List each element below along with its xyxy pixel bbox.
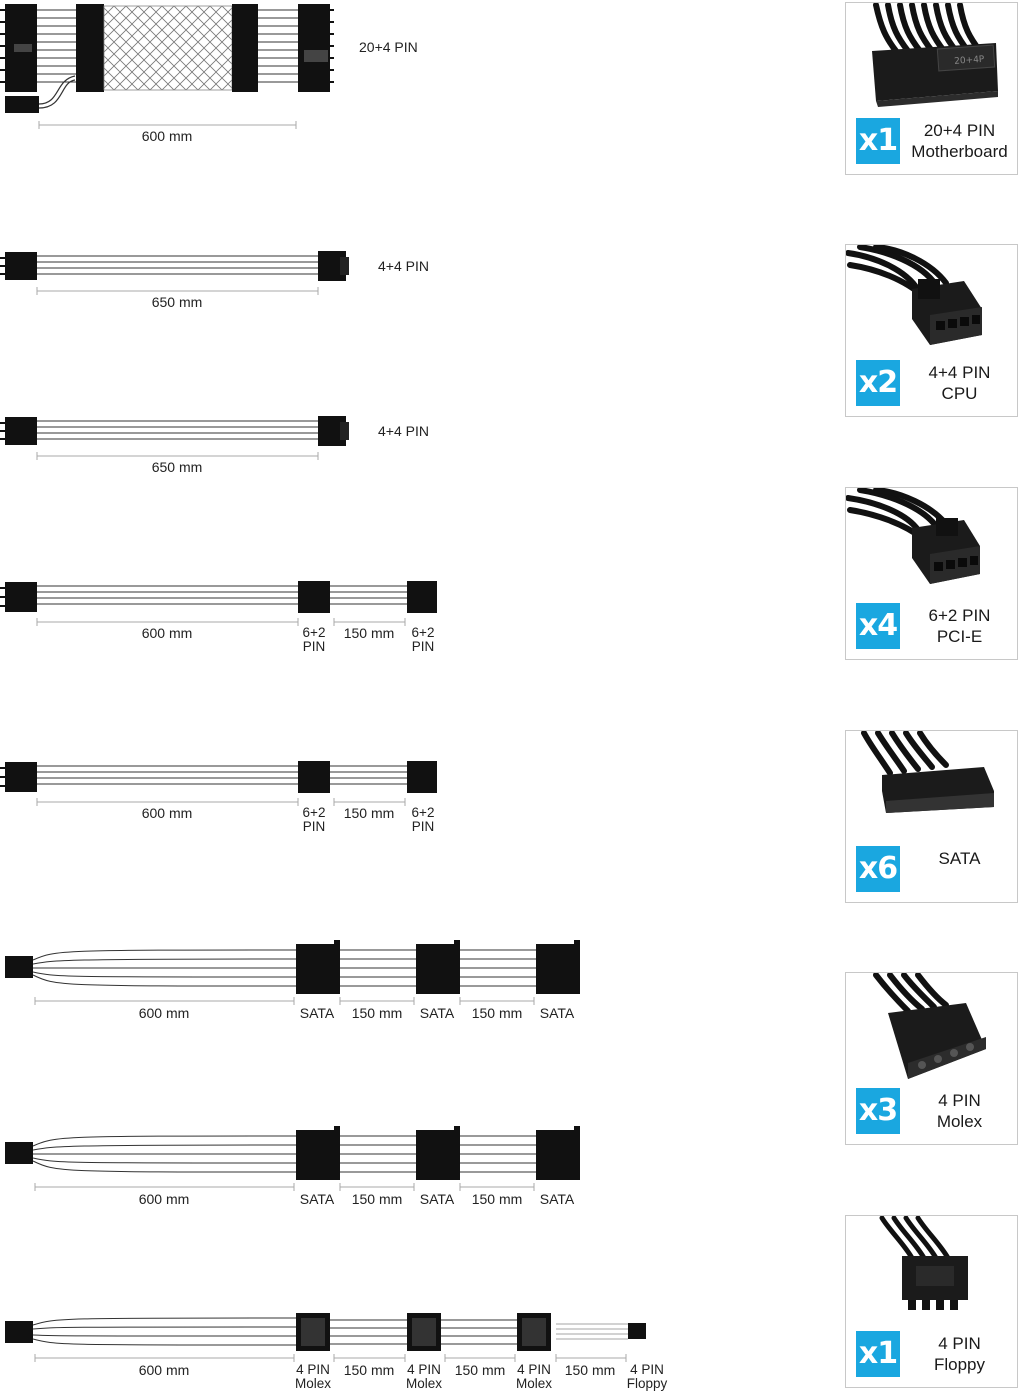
molex-connector-3-line2: Molex: [515, 1376, 552, 1391]
card-connector-name: SATA: [938, 849, 981, 868]
molex-connector-2-label: 4 PIN Molex: [399, 1363, 449, 1391]
molex-segment-1-label: 150 mm: [343, 1362, 395, 1378]
pcie2-connector-b-line2: PIN: [411, 819, 435, 834]
card-sata-connector: x6 SATA: [845, 730, 1018, 903]
mb-length-label: 600 mm: [141, 128, 193, 144]
sata2-length-label: 600 mm: [138, 1191, 190, 1207]
pcie-cable-drawing-2: [0, 761, 437, 806]
card-connector-type: CPU: [941, 384, 978, 403]
cable-diagrams: [0, 4, 646, 1362]
mb-connector-label: 20+4 PIN: [359, 39, 418, 55]
count-badge: x3: [856, 1088, 900, 1134]
card-connector-label: 6+2 PIN PCI-E: [906, 605, 1013, 647]
card-connector-name: 4 PIN: [938, 1091, 981, 1110]
card-connector-type: Floppy: [933, 1355, 986, 1374]
cpu-cable-drawing-2: [0, 416, 349, 460]
molex-cable-drawing: [5, 1313, 646, 1362]
pcie1-connector-b-line2: PIN: [411, 639, 435, 654]
card-connector-name: 4+4 PIN: [928, 363, 991, 382]
floppy-connector-icon: [879, 1216, 968, 1310]
card-connector-type: Molex: [936, 1112, 983, 1131]
sata-cable-drawing-1: [5, 940, 580, 1005]
pcie2-connector-a-line1: 6+2: [302, 805, 326, 820]
card-connector-label: 20+4 PIN Motherboard: [906, 120, 1013, 162]
card-connector-type: PCI-E: [936, 627, 983, 646]
molex-connector-1-label: 4 PIN Molex: [288, 1363, 338, 1391]
sata1-connector-1-label: SATA: [299, 1005, 335, 1021]
card-connector-name: 4 PIN: [938, 1334, 981, 1353]
pcie1-connector-a-line1: 6+2: [302, 625, 326, 640]
floppy-connector-line2: Floppy: [626, 1376, 668, 1391]
cpu2-connector-label: 4+4 PIN: [378, 423, 429, 439]
molex-connector-2-line2: Molex: [405, 1376, 442, 1391]
sata2-segment-1-label: 150 mm: [351, 1191, 403, 1207]
pcie1-connector-b-label: 6+2 PIN: [403, 626, 443, 654]
card-connector-label: 4 PIN Floppy: [906, 1333, 1013, 1375]
pcie-cable-drawing-1: [0, 581, 437, 626]
count-badge: x4: [856, 603, 900, 649]
card-connector-name: 6+2 PIN: [928, 606, 991, 625]
molex-connector-icon: [873, 973, 986, 1079]
card-cpu-connector: x2 4+4 PIN CPU: [845, 244, 1018, 417]
pcie1-connector-b-line1: 6+2: [411, 625, 435, 640]
molex-segment-3-label: 150 mm: [564, 1362, 616, 1378]
pcie2-connector-b-line1: 6+2: [411, 805, 435, 820]
24-pin-connector-icon: 20+4P: [872, 3, 998, 107]
sata2-connector-3-label: SATA: [539, 1191, 575, 1207]
motherboard-cable-drawing: [0, 4, 334, 129]
molex-connector-3-label: 4 PIN Molex: [509, 1363, 559, 1391]
cpu2-length-label: 650 mm: [151, 459, 203, 475]
molex-connector-1-line2: Molex: [294, 1376, 331, 1391]
cpu1-connector-label: 4+4 PIN: [378, 258, 429, 274]
cpu1-length-label: 650 mm: [151, 294, 203, 310]
sata2-connector-2-label: SATA: [419, 1191, 455, 1207]
pcie2-connector-b-label: 6+2 PIN: [403, 806, 443, 834]
sata1-length-label: 600 mm: [138, 1005, 190, 1021]
pcie2-length-label: 600 mm: [141, 805, 193, 821]
molex-length-label: 600 mm: [138, 1362, 190, 1378]
sata1-connector-3-label: SATA: [539, 1005, 575, 1021]
pcie2-mid-length-label: 150 mm: [343, 805, 395, 821]
sata1-segment-1-label: 150 mm: [351, 1005, 403, 1021]
sata-connector-icon: [861, 731, 994, 813]
card-floppy-connector: x1 4 PIN Floppy: [845, 1215, 1018, 1388]
molex-segment-2-label: 150 mm: [454, 1362, 506, 1378]
card-motherboard-connector: 20+4P x1 20+4 PIN Motherboard: [845, 2, 1018, 175]
sata1-segment-2-label: 150 mm: [471, 1005, 523, 1021]
card-connector-type: Motherboard: [911, 142, 1008, 161]
card-pcie-connector: x4 6+2 PIN PCI-E: [845, 487, 1018, 660]
floppy-connector-line1: 4 PIN: [630, 1362, 664, 1377]
pcie2-connector-a-line2: PIN: [302, 819, 326, 834]
sata1-connector-2-label: SATA: [419, 1005, 455, 1021]
8-pin-cpu-connector-icon: [846, 245, 982, 345]
card-connector-name: 20+4 PIN: [923, 121, 996, 140]
count-badge: x6: [856, 846, 900, 892]
pcie1-connector-a-label: 6+2 PIN: [294, 626, 334, 654]
card-molex-connector: x3 4 PIN Molex: [845, 972, 1018, 1145]
pcie2-connector-a-label: 6+2 PIN: [294, 806, 334, 834]
sata2-connector-1-label: SATA: [299, 1191, 335, 1207]
8-pin-pcie-connector-icon: [846, 488, 980, 584]
pcie1-mid-length-label: 150 mm: [343, 625, 395, 641]
card-connector-label: SATA: [906, 848, 1013, 869]
molex-connector-1-line1: 4 PIN: [296, 1362, 330, 1377]
molex-connector-3-line1: 4 PIN: [517, 1362, 551, 1377]
cpu-cable-drawing-1: [0, 251, 349, 295]
molded-24pin-text: 20+4P: [954, 55, 985, 67]
card-connector-label: 4 PIN Molex: [906, 1090, 1013, 1132]
floppy-connector-label: 4 PIN Floppy: [622, 1363, 672, 1391]
pcie1-length-label: 600 mm: [141, 625, 193, 641]
card-connector-label: 4+4 PIN CPU: [906, 362, 1013, 404]
molex-connector-2-line1: 4 PIN: [407, 1362, 441, 1377]
sata-cable-drawing-2: [5, 1126, 580, 1191]
count-badge: x1: [856, 118, 900, 164]
pcie1-connector-a-line2: PIN: [302, 639, 326, 654]
count-badge: x1: [856, 1331, 900, 1377]
count-badge: x2: [856, 360, 900, 406]
sata2-segment-2-label: 150 mm: [471, 1191, 523, 1207]
